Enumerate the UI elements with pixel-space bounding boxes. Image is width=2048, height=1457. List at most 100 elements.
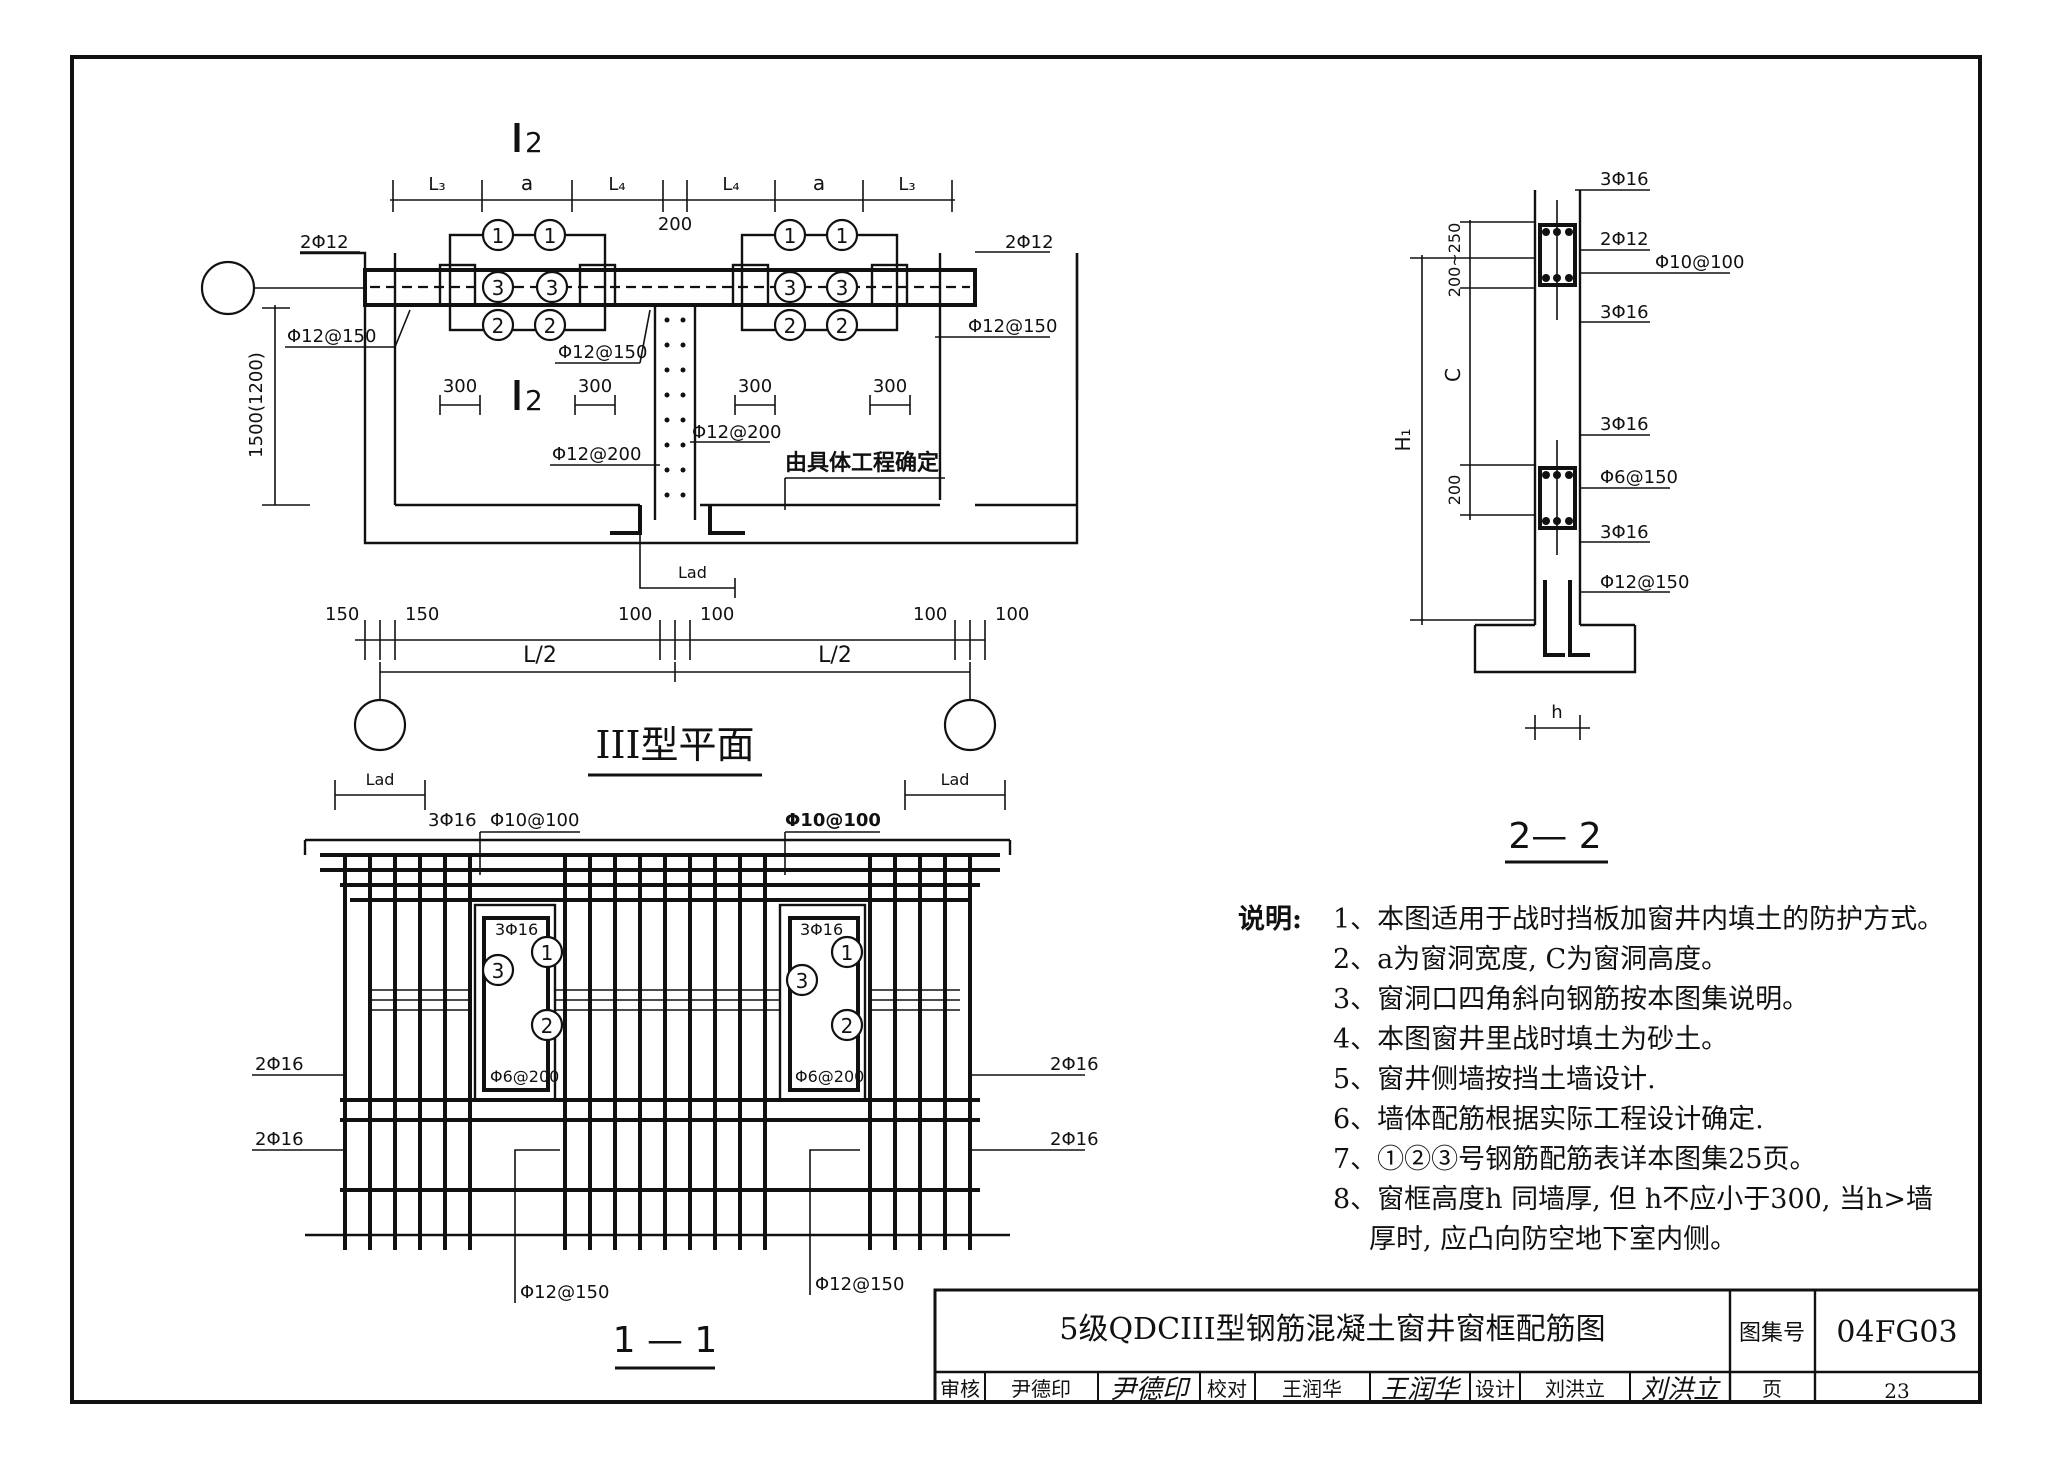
plan-bar-phi12-200-left: Φ12@200 xyxy=(552,444,641,465)
s11-lad-left: Lad xyxy=(366,770,395,789)
svg-text:2: 2 xyxy=(841,1014,854,1038)
s11-2phi16-right-a: 2Φ16 xyxy=(1050,1054,1099,1075)
svg-text:2: 2 xyxy=(544,314,557,338)
dim-100-b: 100 xyxy=(700,604,734,625)
page-number: 23 xyxy=(1884,1379,1909,1403)
dim-l4-left: L₄ xyxy=(608,174,625,195)
plan-bar-phi12-150-left: Φ12@150 xyxy=(287,326,376,347)
dim-200-lower: 200 xyxy=(1445,475,1464,506)
dim-1500: 1500(1200) xyxy=(246,352,267,458)
svg-text:3: 3 xyxy=(836,276,849,300)
s22-3phi16-b: 3Φ16 xyxy=(1600,302,1649,323)
svg-text:2: 2 xyxy=(784,314,797,338)
review-label: 审核 xyxy=(940,1377,980,1401)
s11-phi12-150-right: Φ12@150 xyxy=(815,1274,904,1295)
s22-3phi16-c: 3Φ16 xyxy=(1600,414,1649,435)
reviewer-signature: 尹德印 xyxy=(1110,1375,1191,1405)
svg-text:3: 3 xyxy=(546,276,559,300)
section-2-2-title: 2— 2 xyxy=(1508,816,1601,857)
s22-phi12-150: Φ12@150 xyxy=(1600,572,1689,593)
s11-2phi16-right-b: 2Φ16 xyxy=(1050,1129,1099,1150)
svg-text:1: 1 xyxy=(836,224,849,248)
dim-100-d: 100 xyxy=(995,604,1029,625)
designer-name: 刘洪立 xyxy=(1545,1377,1605,1401)
note-item: 厚时, 应凸向防空地下室内侧。 xyxy=(1369,1224,1738,1255)
dim-200-top: 200 xyxy=(658,214,692,235)
note-item: 3、窗洞口四角斜向钢筋按本图集说明。 xyxy=(1333,984,1810,1015)
dim-100-c: 100 xyxy=(913,604,947,625)
designer-signature: 刘洪立 xyxy=(1641,1375,1721,1405)
svg-text:1: 1 xyxy=(544,224,557,248)
note-item: 5、窗井侧墙按挡土墙设计. xyxy=(1333,1064,1656,1095)
checker-signature: 王润华 xyxy=(1381,1375,1462,1405)
s11-phi6-200-right: Φ6@200 xyxy=(795,1067,864,1086)
note-item: 7、①②③号钢筋配筋表详本图集25页。 xyxy=(1333,1144,1817,1175)
dim-300-a: 300 xyxy=(443,376,477,397)
dim-h1: H₁ xyxy=(1391,428,1415,451)
s22-2phi12: 2Φ12 xyxy=(1600,229,1649,250)
notes-list: 1、本图适用于战时挡板加窗井内填土的防护方式。 2、a为窗洞宽度, C为窗洞高度… xyxy=(1238,900,1998,1260)
section-2-2: H₁ 200~250 C 200 3Φ16 2Φ12 Φ10@100 3Φ16 … xyxy=(1391,169,1744,864)
dim-l3-left: L₃ xyxy=(428,174,445,195)
note-item: 2、a为窗洞宽度, C为窗洞高度。 xyxy=(1333,944,1729,975)
s11-phi12-150-left: Φ12@150 xyxy=(520,1282,609,1303)
dim-l-half-right: L/2 xyxy=(818,643,852,668)
axis-circle-bottom-left xyxy=(353,698,407,752)
s11-phi6-200-left: Φ6@200 xyxy=(490,1067,559,1086)
section-1-1: Lad Lad xyxy=(252,770,1099,1370)
s11-phi10-100-right: Φ10@100 xyxy=(785,810,881,831)
dim-l4-right: L₄ xyxy=(722,174,739,195)
axis-circle-left xyxy=(200,260,256,316)
svg-text:2: 2 xyxy=(492,314,505,338)
s22-3phi16-top: 3Φ16 xyxy=(1600,169,1649,190)
dim-l3-right: L₃ xyxy=(898,174,915,195)
s11-2phi16-left-a: 2Φ16 xyxy=(255,1054,304,1075)
s22-3phi16-d: 3Φ16 xyxy=(1600,522,1649,543)
dim-300-c: 300 xyxy=(738,376,772,397)
s11-3phi16-window-left: 3Φ16 xyxy=(495,920,538,939)
svg-text:3: 3 xyxy=(796,969,809,993)
dim-150-right: 150 xyxy=(405,604,439,625)
axis-circle-bottom-right xyxy=(943,698,997,752)
check-label: 校对 xyxy=(1207,1377,1247,1401)
svg-text:2: 2 xyxy=(541,1014,554,1038)
svg-text:3: 3 xyxy=(492,276,505,300)
s11-2phi16-left-b: 2Φ16 xyxy=(255,1129,304,1150)
page-label: 页 xyxy=(1762,1377,1782,1401)
plan-bar-2phi12-right: 2Φ12 xyxy=(1005,232,1054,253)
cut-mark-top: 2 xyxy=(525,126,543,159)
s11-3phi16-window-right: 3Φ16 xyxy=(800,920,843,939)
section-1-1-title: 1 — 1 xyxy=(613,1320,718,1361)
svg-text:3: 3 xyxy=(784,276,797,300)
dim-l-half-left: L/2 xyxy=(523,643,557,668)
design-label: 设计 xyxy=(1475,1377,1515,1401)
plan-bar-phi12-150-right: Φ12@150 xyxy=(968,316,1057,337)
dim-h: h xyxy=(1551,702,1562,723)
notes-label: 说明: xyxy=(1238,904,1302,935)
reviewer-name: 尹德印 xyxy=(1011,1377,1071,1401)
svg-text:2: 2 xyxy=(836,314,849,338)
s22-phi6-150: Φ6@150 xyxy=(1600,467,1678,488)
s11-3phi16: 3Φ16 xyxy=(428,810,477,831)
dim-c: C xyxy=(1441,368,1465,382)
note-item: 4、本图窗井里战时填土为砂土。 xyxy=(1333,1024,1729,1055)
svg-text:1: 1 xyxy=(841,941,854,965)
dim-150-left: 150 xyxy=(325,604,359,625)
plan-bar-phi12-200-right: Φ12@200 xyxy=(692,422,781,443)
checker-name: 王润华 xyxy=(1282,1377,1342,1401)
note-item: 1、本图适用于战时挡板加窗井内填土的防护方式。 xyxy=(1333,904,1945,935)
atlas-label: 图集号 xyxy=(1739,1321,1805,1346)
title-block: 图集号 04FG03 审核 尹德印 尹德印 校对 王润华 王润华 设计 刘洪立 … xyxy=(933,1288,1982,1405)
cut-mark-bottom: 2 xyxy=(525,384,543,417)
note-item: 8、窗框高度h 同墙厚, 但 h不应小于300, 当h>墙 xyxy=(1333,1184,1933,1215)
dim-a-right: a xyxy=(813,171,825,195)
plan-dim-lad: Lad xyxy=(678,563,707,582)
plan-bar-2phi12-left: 2Φ12 xyxy=(300,232,349,253)
s22-phi10-100: Φ10@100 xyxy=(1655,252,1744,273)
atlas-number: 04FG03 xyxy=(1836,1315,1957,1350)
dim-200-250: 200~250 xyxy=(1445,223,1464,297)
svg-text:1: 1 xyxy=(784,224,797,248)
dim-300-b: 300 xyxy=(578,376,612,397)
note-item: 6、墙体配筋根据实际工程设计确定. xyxy=(1333,1104,1764,1135)
